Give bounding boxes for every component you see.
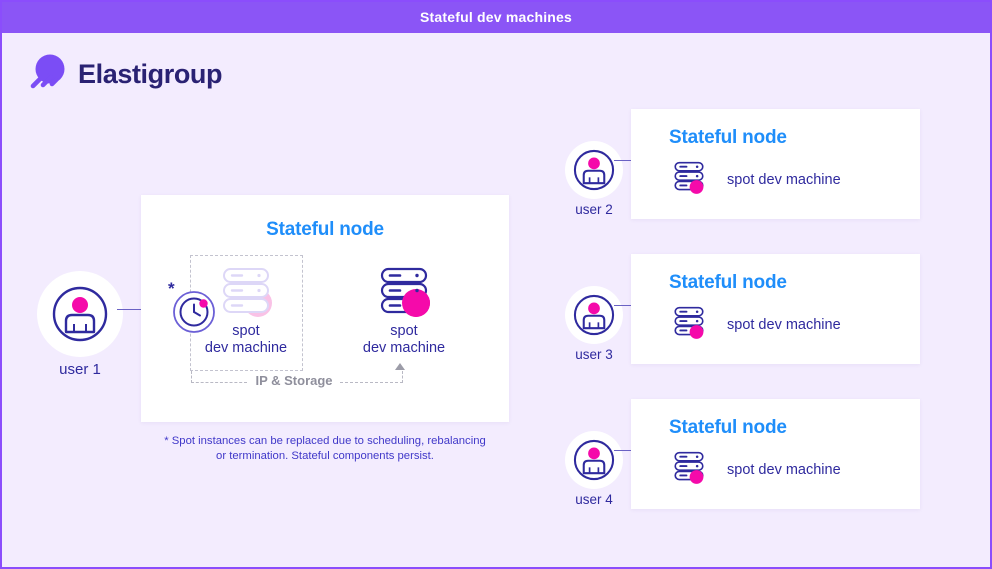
spot-dev-machine-ghost-line1: spot xyxy=(232,323,260,339)
footnote-line-1: * Spot instances can be replaced due to … xyxy=(164,435,486,447)
spot-dev-machine-ghost-line2: dev machine xyxy=(204,340,288,356)
page-title: Stateful dev machines xyxy=(419,8,573,25)
user-1-label: user 1 xyxy=(59,361,101,378)
user-2-label: user 2 xyxy=(575,202,613,217)
stateful-node-card-user2: Stateful node xyxy=(631,109,920,219)
user-4-label: user 4 xyxy=(575,492,613,507)
triangle-up-icon xyxy=(395,363,405,370)
header-bar: Stateful dev machines xyxy=(2,2,990,33)
user-avatar-icon xyxy=(37,271,123,357)
stateful-node-title-user3: Stateful node xyxy=(669,272,787,293)
server-stack-icon xyxy=(669,302,709,347)
asterisk-marker: * xyxy=(168,279,175,298)
user-4-group: user 4 xyxy=(561,431,627,507)
brand-logo: Elastigroup xyxy=(24,50,223,99)
footnote: * Spot instances can be replaced due to … xyxy=(141,434,509,464)
user-1-group: user 1 xyxy=(35,271,125,378)
user-2-group: user 2 xyxy=(561,141,627,217)
spot-dev-machine-active: spot dev machine xyxy=(344,261,464,357)
user-avatar-icon xyxy=(565,431,623,489)
spot-dev-machine-ghost: spot dev machine xyxy=(186,261,306,357)
user-avatar-icon xyxy=(565,286,623,344)
stateful-node-card-user4: Stateful node xyxy=(631,399,920,509)
stateful-node-title-user4: Stateful node xyxy=(669,417,787,438)
ip-and-storage-connector: IP & Storage xyxy=(190,363,406,393)
brand-name: Elastigroup xyxy=(78,59,223,89)
footnote-line-2: or termination. Stateful components pers… xyxy=(216,450,434,462)
spot-dev-machine-active-line2: dev machine xyxy=(362,340,446,356)
spot-dev-machine-label-user2: spot dev machine xyxy=(727,171,841,188)
user-3-group: user 3 xyxy=(561,286,627,362)
clock-replacement-icon xyxy=(172,290,216,339)
spot-dev-machine-label-user3: spot dev machine xyxy=(727,316,841,333)
server-stack-icon-active xyxy=(344,261,464,323)
stateful-node-title-user2: Stateful node xyxy=(669,127,787,148)
spot-dev-machine-label-user4: spot dev machine xyxy=(727,461,841,478)
user-avatar-icon xyxy=(565,141,623,199)
user-3-label: user 3 xyxy=(575,347,613,362)
server-stack-icon xyxy=(669,157,709,202)
stateful-node-title-main: Stateful node xyxy=(266,219,384,240)
spot-dev-machine-active-line1: spot xyxy=(390,323,418,339)
elastigroup-comet-logo-icon xyxy=(24,50,68,99)
server-stack-icon xyxy=(669,447,709,492)
ip-and-storage-label: IP & Storage xyxy=(255,373,333,388)
stateful-node-card-user3: Stateful node xyxy=(631,254,920,364)
server-stack-icon-ghost xyxy=(186,261,306,323)
